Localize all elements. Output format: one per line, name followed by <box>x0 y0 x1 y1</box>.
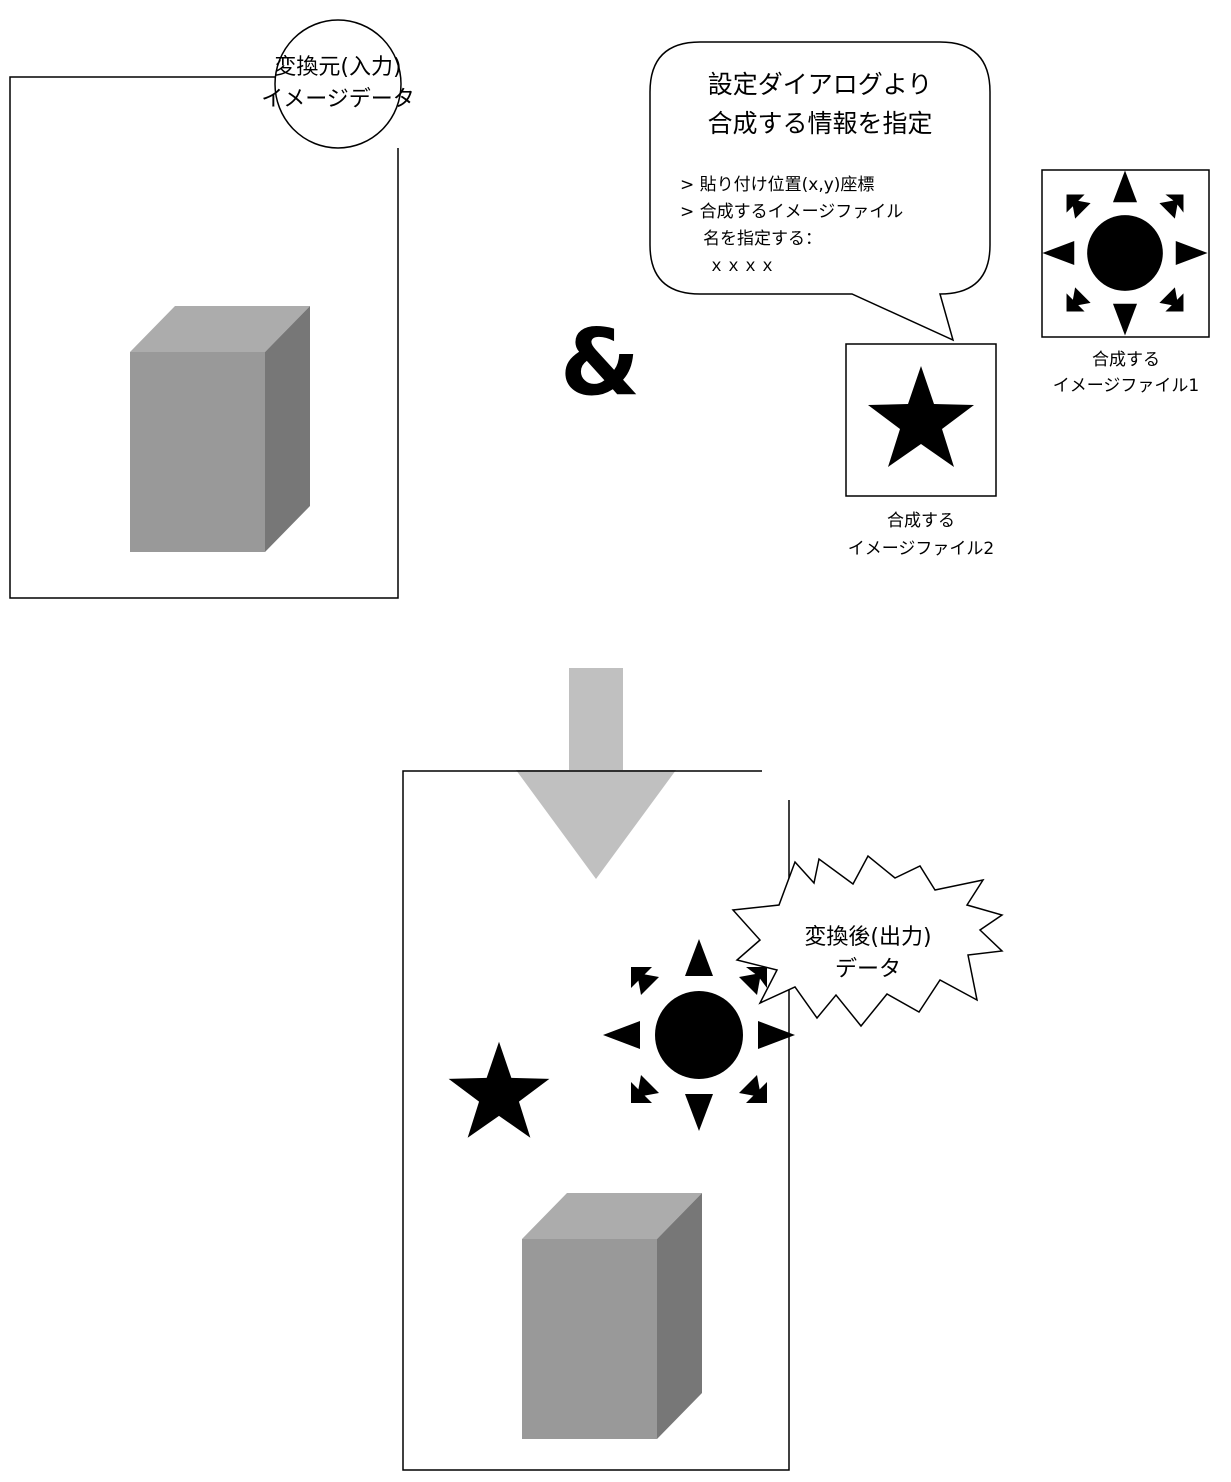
sun-icon <box>1042 170 1208 336</box>
output-cube-icon <box>522 1193 702 1439</box>
output-label-line2: データ <box>835 957 901 982</box>
dialog-speech-bubble: 設定ダイアログより 合成する情報を指定 > 貼り付け位置(x,y)座標 > 合成… <box>649 41 991 342</box>
image-file-2: 合成する イメージファイル2 <box>845 343 997 559</box>
output-label-burst: 変換後(出力) データ <box>731 854 1004 1028</box>
dialog-title-line1: 設定ダイアログより <box>708 70 933 99</box>
input-label-bubble: 変換元(入力) イメージデータ <box>261 19 415 149</box>
cube-icon <box>130 306 310 552</box>
image-file-1: 合成する イメージファイル1 <box>1041 169 1210 396</box>
dialog-item-file-line1: > 合成するイメージファイル <box>680 202 903 222</box>
input-image-frame <box>9 76 399 599</box>
input-label-line2: イメージデータ <box>261 87 415 112</box>
output-star-icon <box>448 1041 550 1138</box>
output-image-frame <box>402 770 795 1471</box>
dialog-title-line2: 合成する情報を指定 <box>707 109 932 138</box>
output-label-line1: 変換後(出力) <box>804 925 931 950</box>
ampersand: & <box>560 309 640 416</box>
file2-caption-line2: イメージファイル2 <box>848 539 994 559</box>
file1-caption-line2: イメージファイル1 <box>1053 376 1199 396</box>
input-label-line1: 変換元(入力) <box>274 55 401 80</box>
down-arrow-icon <box>516 668 676 879</box>
file1-caption-line1: 合成する <box>1092 350 1160 370</box>
dialog-item-file-line2: 名を指定する： <box>703 229 822 249</box>
file2-caption-line1: 合成する <box>887 511 955 531</box>
dialog-item-file-line3: ｘｘｘｘ <box>708 256 776 276</box>
dialog-item-position: > 貼り付け位置(x,y)座標 <box>680 175 874 195</box>
